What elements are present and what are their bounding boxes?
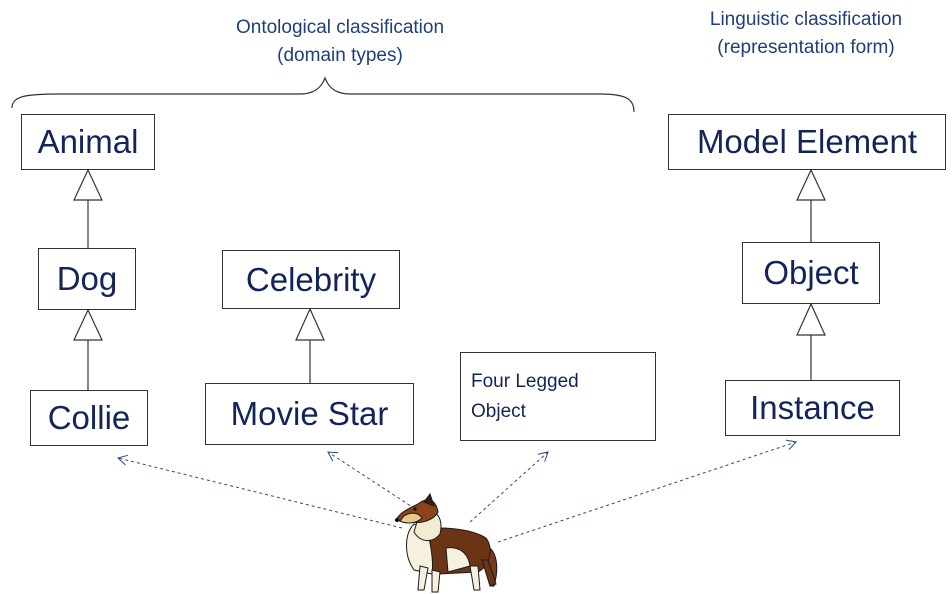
instance-label: Instance (750, 389, 875, 426)
four-legged-object-class-box: Four Legged Object (460, 352, 656, 441)
collie-class-box: Collie (30, 390, 148, 446)
dog-label: Dog (56, 260, 118, 297)
ontological-caption: Ontological classification (domain types… (185, 14, 495, 70)
celebrity-class-box: Celebrity (222, 250, 400, 309)
collie-dog-icon (394, 492, 498, 593)
animal-class-box: Animal (21, 114, 155, 170)
four-legged-label-line1: Four Legged (471, 370, 579, 392)
movie-star-class-box: Movie Star (205, 383, 414, 445)
dog-class-box: Dog (38, 248, 136, 310)
celebrity-label: Celebrity (245, 260, 377, 298)
model-element-label: Model Element (696, 123, 918, 160)
link-to-collie (117, 454, 403, 529)
linguistic-caption-line1: Linguistic classification (709, 9, 903, 30)
instance-links (117, 439, 797, 543)
animal-label: Animal (37, 123, 139, 160)
generalization-instance-object (796, 302, 826, 380)
four-legged-label-line2: Object (471, 400, 526, 422)
movie-star-label: Movie Star (230, 395, 389, 432)
object-class-box: Object (742, 242, 880, 304)
ontological-brace (11, 76, 635, 113)
ontological-caption-line2: (domain types) (277, 45, 403, 66)
model-element-class-box: Model Element (668, 114, 946, 170)
object-label: Object (763, 254, 859, 291)
linguistic-caption-line2: (representation form) (717, 37, 895, 58)
generalization-moviestar-celebrity (295, 307, 325, 383)
instance-class-box: Instance (725, 380, 900, 436)
generalization-object-modelelement (796, 168, 826, 242)
generalization-collie-dog (73, 308, 103, 390)
ontological-caption-line1: Ontological classification (235, 17, 445, 38)
link-to-four-legged (469, 451, 549, 523)
linguistic-caption: Linguistic classification (representatio… (660, 6, 952, 62)
link-to-movie-star (327, 451, 421, 513)
collie-label: Collie (47, 399, 131, 436)
generalization-dog-animal (73, 168, 103, 248)
link-to-instance (497, 439, 797, 543)
